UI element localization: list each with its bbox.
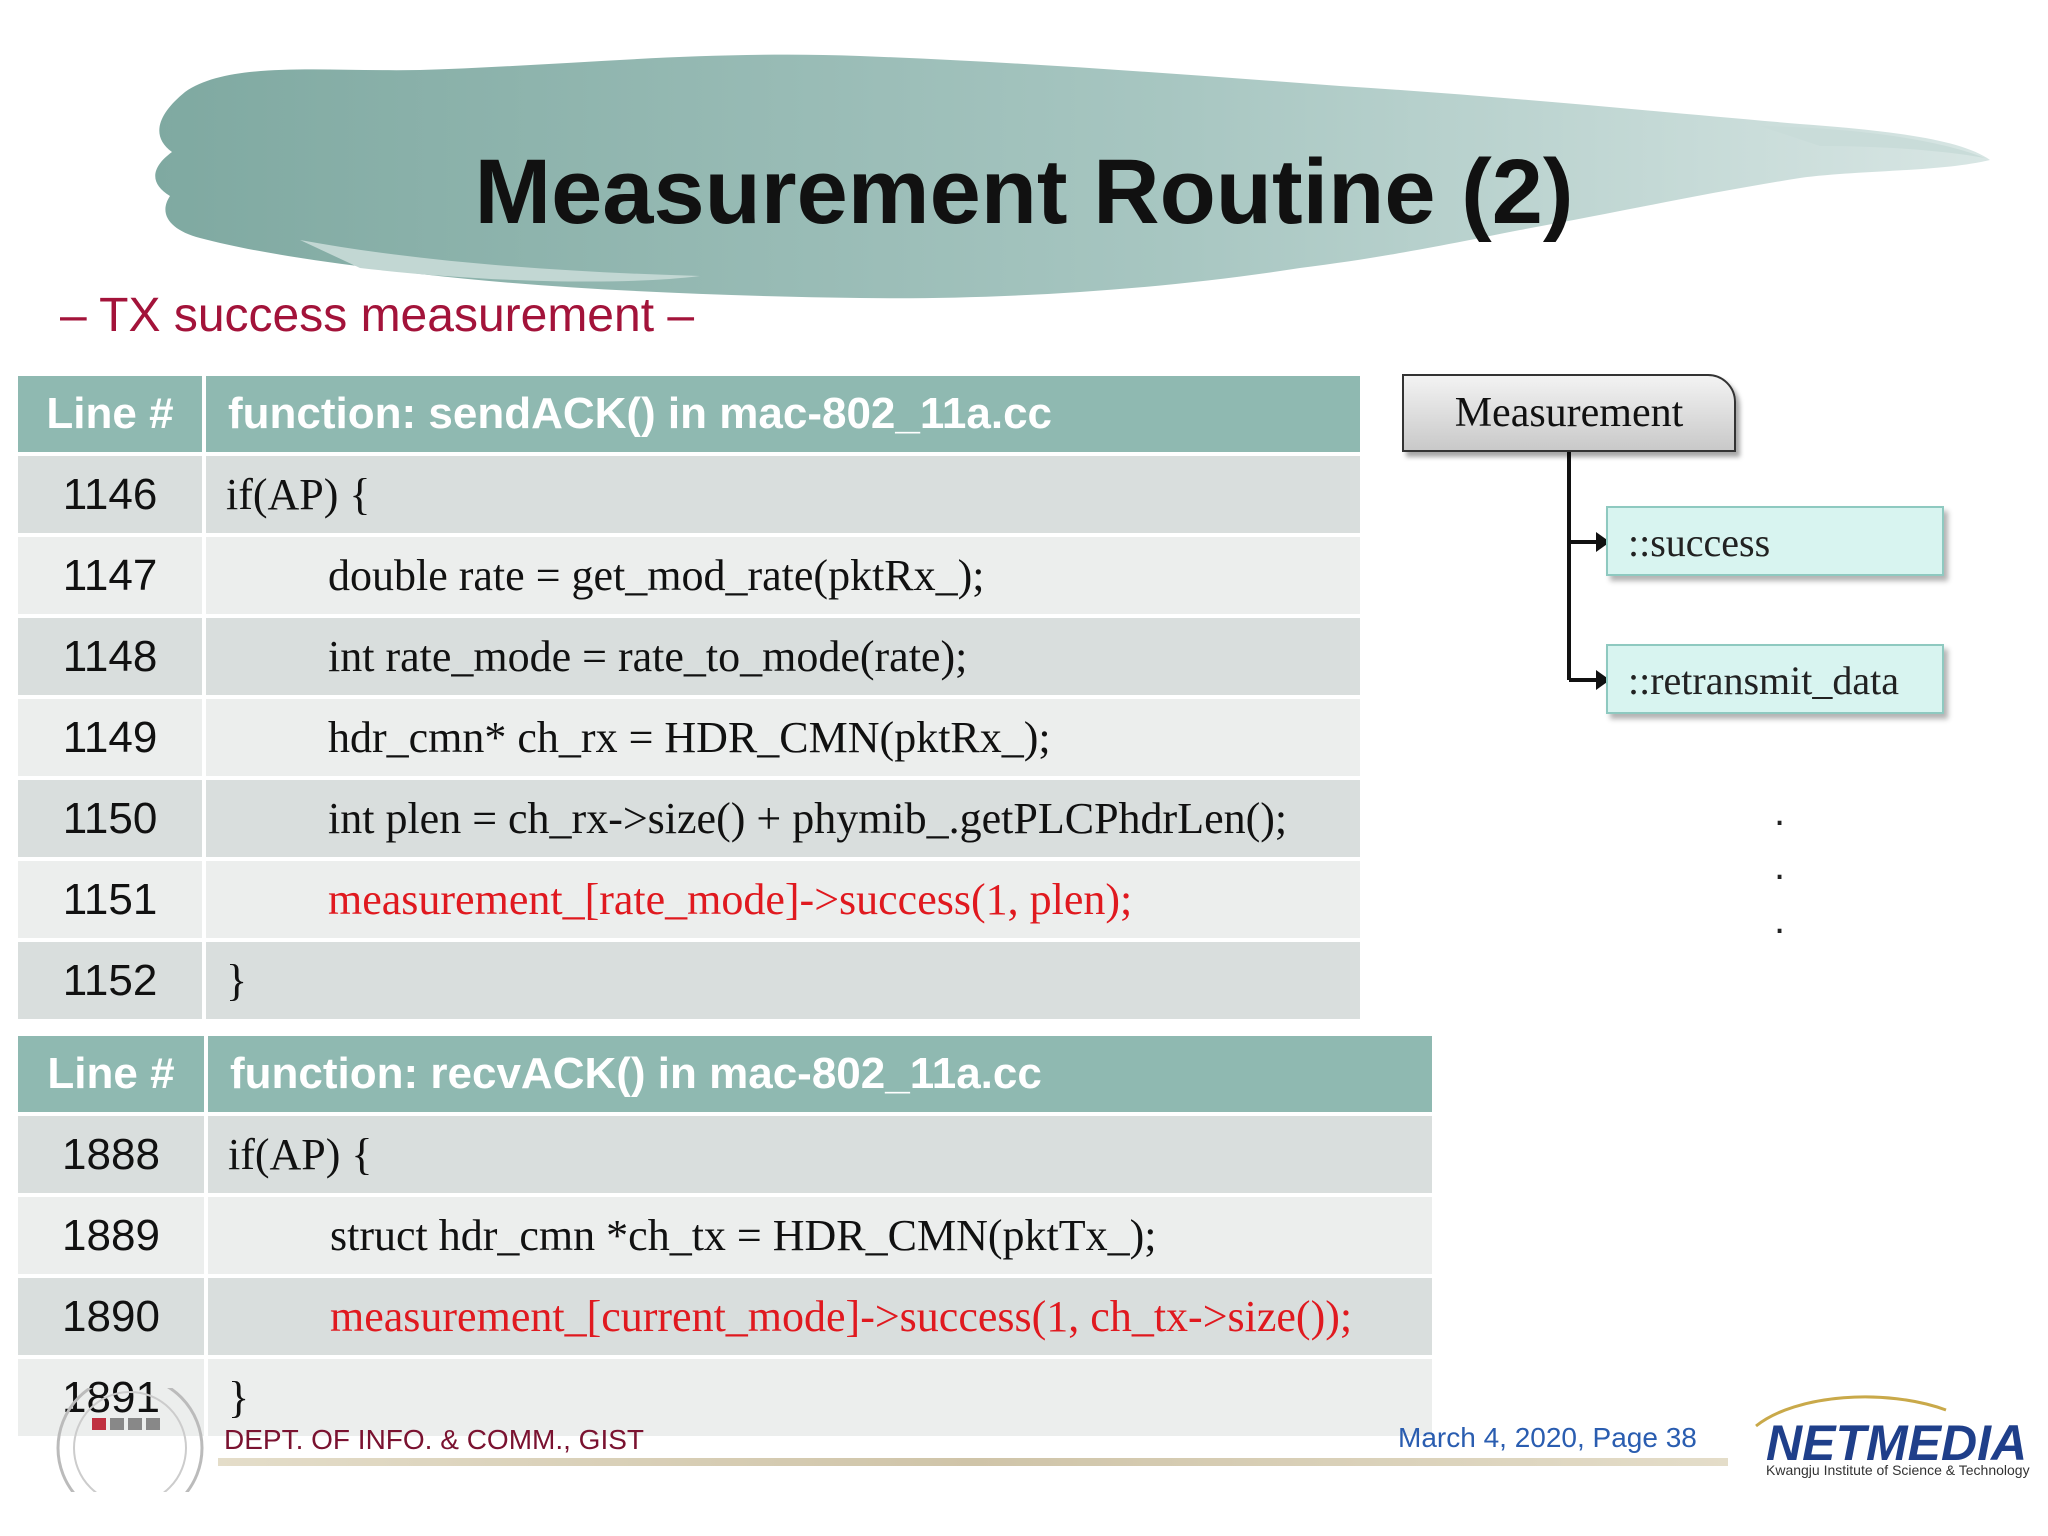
code-row: 1151 measurement_[rate_mode]->success(1, … (18, 861, 1364, 942)
code-row: 1149 hdr_cmn* ch_rx = HDR_CMN(pktRx_); (18, 699, 1364, 780)
table-header-row: Line # function: recvACK() in mac-802_11… (18, 1036, 1436, 1116)
code-cell: double rate = get_mod_rate(pktRx_); (206, 537, 1364, 618)
code-row: 1891} (18, 1359, 1436, 1440)
netmedia-logo-icon (1755, 1395, 1947, 1428)
footer-date-page: March 4, 2020, Page 38 (1398, 1422, 1697, 1453)
code-row: 1889 struct hdr_cmn *ch_tx = HDR_CMN(pktT… (18, 1197, 1436, 1278)
code-cell: struct hdr_cmn *ch_tx = HDR_CMN(pktTx_); (208, 1197, 1436, 1278)
code-rows: 1888 if(AP) { 1889 struct hdr_cmn *ch_tx = … (18, 1116, 1436, 1440)
success-member-box: ::success (1606, 506, 1944, 576)
line-number: 1147 (18, 537, 206, 618)
retransmit-data-member-box: ::retransmit_data (1606, 644, 1944, 714)
code-row: 1150 int plen = ch_rx->size() + phymib_.g… (18, 780, 1364, 861)
code-cell: int plen = ch_rx->size() + phymib_.getPL… (206, 780, 1364, 861)
code-table-recvack: Line # function: recvACK() in mac-802_11… (18, 1036, 1436, 1440)
line-number: 1146 (18, 456, 206, 537)
header-function: function: sendACK() in mac-802_11a.cc (206, 376, 1364, 456)
code-text: int rate_mode = rate_to_mode(rate); (328, 632, 968, 681)
slide-title: Measurement Routine (2) (474, 141, 1574, 243)
code-row: 1148 int rate_mode = rate_to_mode(rate); (18, 618, 1364, 699)
code-rows: 1146 if(AP) { 1147 double rate = get_mod_ra… (18, 456, 1364, 1023)
title-brush-decoration (155, 54, 1990, 299)
header-function: function: recvACK() in mac-802_11a.cc (208, 1036, 1436, 1116)
ellipsis-dot: . (1774, 844, 1786, 888)
code-text: hdr_cmn* ch_rx = HDR_CMN(pktRx_); (328, 713, 1051, 762)
line-number: 1888 (18, 1116, 208, 1197)
code-cell: if(AP) { (208, 1116, 1436, 1197)
highlighted-code-text: measurement_[current_mode]->success(1, c… (330, 1292, 1353, 1341)
highlighted-code-text: measurement_[rate_mode]->success(1, plen… (328, 875, 1133, 924)
line-number: 1151 (18, 861, 206, 942)
header-function-label: function: sendACK() in mac-802_11a.cc (228, 389, 1053, 438)
line-number: 1148 (18, 618, 206, 699)
code-table-sendack: Line # function: sendACK() in mac-802_11… (18, 376, 1364, 1023)
footer-department: DEPT. OF INFO. & COMM., GIST (224, 1424, 645, 1455)
code-text: if(AP) { (228, 1130, 373, 1179)
line-number: 1149 (18, 699, 206, 780)
code-cell: hdr_cmn* ch_rx = HDR_CMN(pktRx_); (206, 699, 1364, 780)
measurement-class-box: Measurement (1402, 374, 1736, 452)
code-cell: measurement_[current_mode]->success(1, c… (208, 1278, 1436, 1359)
code-text: int plen = ch_rx->size() + phymib_.getPL… (328, 794, 1288, 843)
header-line-number: Line # (18, 1036, 208, 1116)
code-text: } (228, 1373, 250, 1422)
slide-subtitle: – TX success measurement – (60, 289, 695, 342)
ellipsis-dot: . (1774, 898, 1786, 942)
line-number: 1889 (18, 1197, 208, 1278)
ellipsis-dot: . (1774, 790, 1786, 834)
table-header-row: Line # function: sendACK() in mac-802_11… (18, 376, 1364, 456)
netmedia-logo-text: NETMEDIA (1766, 1415, 2028, 1471)
code-text: double rate = get_mod_rate(pktRx_); (328, 551, 985, 600)
code-text: } (226, 956, 248, 1005)
code-row: 1888 if(AP) { (18, 1116, 1436, 1197)
code-cell: int rate_mode = rate_to_mode(rate); (206, 618, 1364, 699)
university-seal-icon (56, 1388, 204, 1492)
netmedia-logo-subtext: Kwangju Institute of Science & Technolog… (1766, 1462, 2030, 1478)
line-number: 1890 (18, 1278, 208, 1359)
code-cell: } (208, 1359, 1436, 1440)
line-number: 1152 (18, 942, 206, 1023)
code-row: 1890 measurement_[current_mode]->success(… (18, 1278, 1436, 1359)
code-text: if(AP) { (226, 470, 371, 519)
footer-divider (218, 1458, 1728, 1466)
header-line-number: Line # (18, 376, 206, 456)
code-row: 1146 if(AP) { (18, 456, 1364, 537)
code-cell: if(AP) { (206, 456, 1364, 537)
code-text: struct hdr_cmn *ch_tx = HDR_CMN(pktTx_); (330, 1211, 1157, 1260)
code-cell: measurement_[rate_mode]->success(1, plen… (206, 861, 1364, 942)
header-function-label: function: recvACK() in mac-802_11a.cc (230, 1049, 1042, 1098)
code-cell: } (206, 942, 1364, 1023)
code-row: 1152} (18, 942, 1364, 1023)
line-number: 1150 (18, 780, 206, 861)
code-row: 1147 double rate = get_mod_rate(pktRx_); (18, 537, 1364, 618)
